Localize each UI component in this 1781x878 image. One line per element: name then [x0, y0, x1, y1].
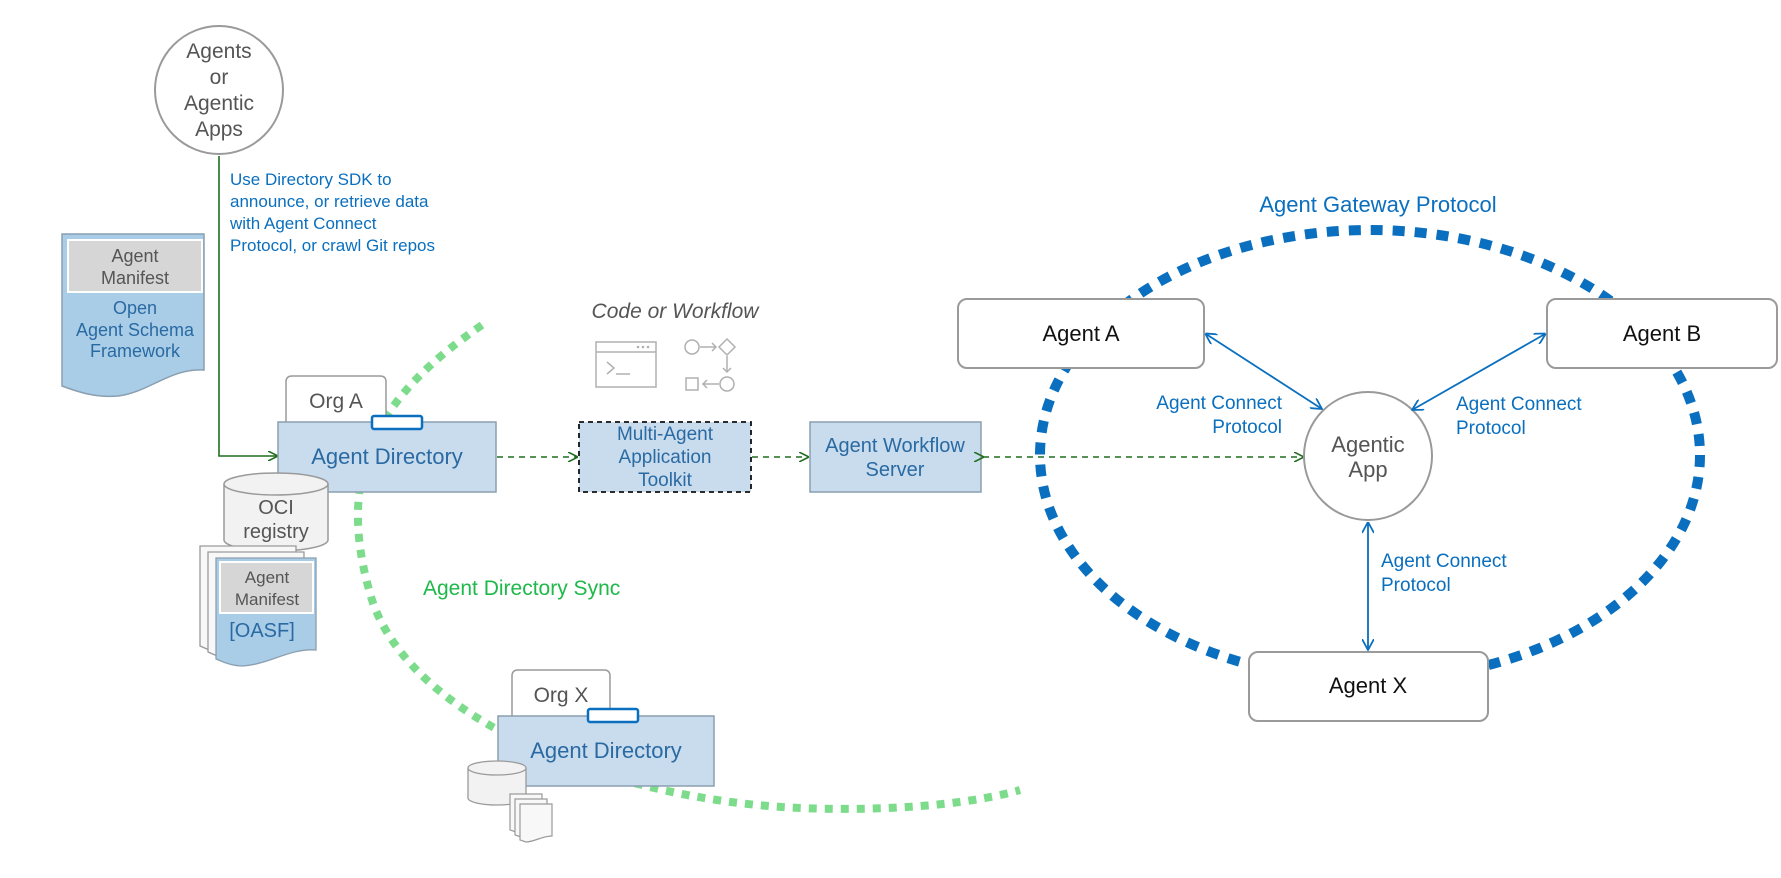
server-line-1: Agent Workflow — [825, 435, 965, 457]
agentic-app-line-2: App — [1348, 457, 1387, 482]
org-x-group: Org X Agent Directory — [467, 669, 715, 843]
toolkit-line-1: Multi-Agent — [617, 424, 714, 445]
source-line-2: or — [210, 66, 229, 89]
connect-right-line-2: Protocol — [1456, 418, 1526, 439]
source-line-4: Apps — [195, 118, 243, 141]
agent-a-label: Agent A — [1042, 321, 1119, 346]
org-a-manifest-stack: Agent Manifest [OASF] — [199, 545, 317, 667]
announce-arrow — [218, 156, 277, 456]
toolkit-line-2: Application — [619, 447, 712, 468]
toolkit-line-3: Toolkit — [638, 470, 693, 491]
code-workflow-label: Code or Workflow — [592, 300, 761, 323]
agentic-app-line-1: Agentic — [1331, 432, 1404, 457]
manifest-body-1: Open — [113, 298, 157, 318]
stack-manifest-2: Manifest — [235, 590, 300, 609]
sdk-note: Use Directory SDK to announce, or retrie… — [229, 170, 435, 255]
source-line-3: Agentic — [184, 92, 254, 115]
workflow-server-box[interactable]: Agent Workflow Server — [809, 421, 982, 493]
gateway-label: Agent Gateway Protocol — [1259, 192, 1496, 217]
org-a-group: Org A Agent Directory OCI registry Agent… — [199, 375, 497, 667]
connect-arrow-a — [1206, 334, 1322, 409]
connect-right-line-1: Agent Connect — [1456, 394, 1582, 415]
manifest-header-2: Manifest — [101, 268, 169, 288]
source-line-1: Agents — [186, 40, 251, 63]
gateway-ring — [1035, 225, 1705, 685]
org-a-directory-label: Agent Directory — [311, 444, 463, 469]
workflow-icon — [684, 337, 737, 392]
manifest-document: Agent Manifest Open Agent Schema Framewo… — [61, 233, 205, 398]
manifest-body-2: Agent Schema — [76, 320, 195, 340]
oci-registry: OCI registry — [223, 472, 329, 552]
sdk-note-line-1: Use Directory SDK to — [230, 170, 392, 189]
server-line-2: Server — [866, 459, 925, 481]
org-x-connector — [586, 707, 640, 724]
manifest-body-3: Framework — [90, 341, 181, 361]
connect-left-line-1: Agent Connect — [1156, 393, 1282, 414]
org-a-tab: Org A — [309, 390, 363, 413]
oci-line-2: registry — [243, 521, 309, 543]
connect-left-line-2: Protocol — [1212, 417, 1282, 438]
connect-arrow-b — [1412, 334, 1545, 410]
connect-bottom-line-1: Agent Connect — [1381, 551, 1507, 572]
agent-a-box[interactable]: Agent A — [957, 298, 1205, 369]
agent-b-box[interactable]: Agent B — [1546, 298, 1778, 369]
sdk-note-line-2: announce, or retrieve data — [230, 192, 429, 211]
agentic-app-node[interactable]: Agentic App — [1303, 391, 1433, 521]
org-x-directory-label: Agent Directory — [530, 738, 682, 763]
terminal-icon — [595, 341, 657, 388]
org-x-tab: Org X — [534, 684, 589, 707]
agent-x-box[interactable]: Agent X — [1248, 651, 1489, 722]
org-x-manifest-stack — [509, 793, 553, 843]
oci-line-1: OCI — [258, 497, 294, 519]
toolkit-box[interactable]: Multi-Agent Application Toolkit — [578, 421, 752, 493]
agent-b-label: Agent B — [1623, 321, 1701, 346]
agents-or-apps-node: Agents or Agentic Apps — [154, 25, 284, 155]
connect-bottom-line-2: Protocol — [1381, 575, 1451, 596]
stack-manifest-1: Agent — [245, 568, 290, 587]
sdk-note-line-3: with Agent Connect — [229, 214, 377, 233]
sdk-note-line-4: Protocol, or crawl Git repos — [230, 236, 435, 255]
manifest-header-1: Agent — [111, 246, 158, 266]
agent-x-label: Agent X — [1329, 673, 1408, 698]
sync-label: Agent Directory Sync — [423, 577, 620, 600]
org-a-connector — [370, 414, 424, 431]
stack-oasf: [OASF] — [229, 620, 295, 642]
